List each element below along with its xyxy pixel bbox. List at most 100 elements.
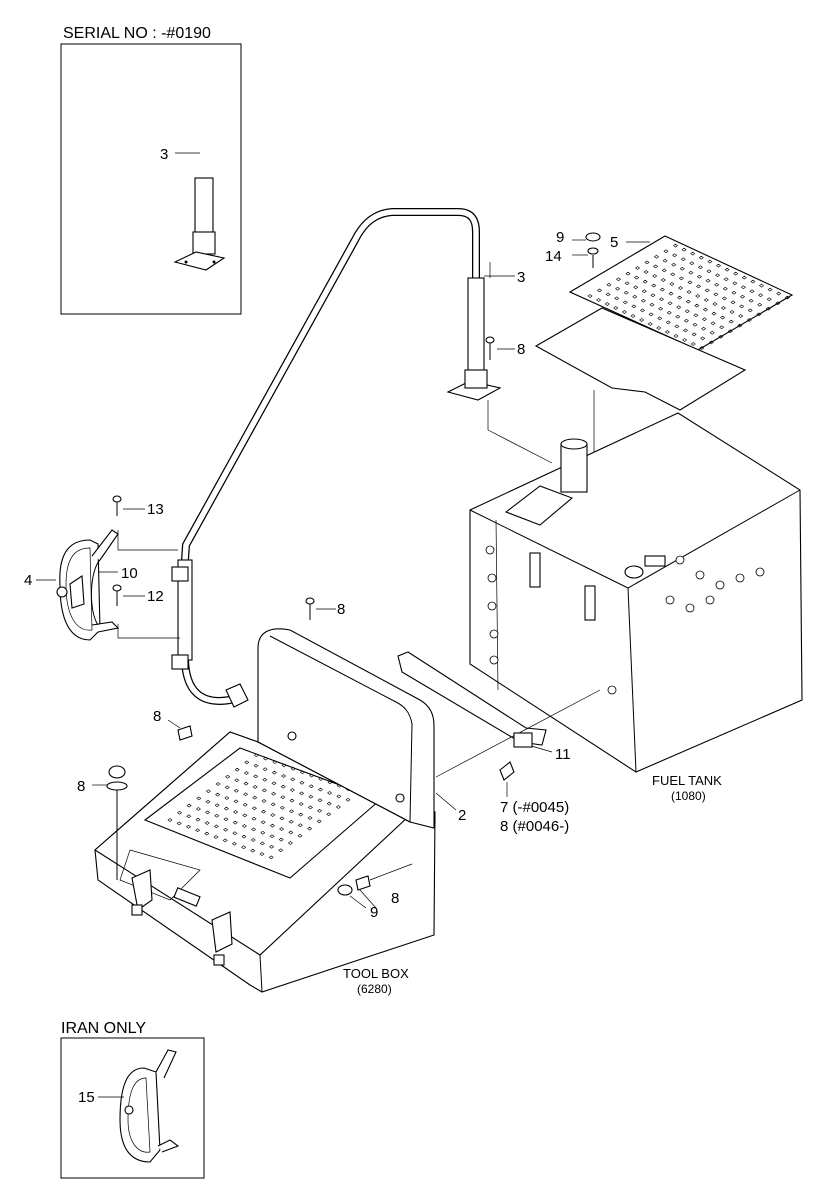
plate-pattern-mark [686, 290, 692, 294]
tank-bolt [675, 555, 685, 565]
plate-pattern-mark [669, 282, 675, 286]
plate-pattern-mark [622, 300, 628, 305]
plate-pattern-mark [737, 323, 743, 328]
inset-title-iran: IRAN ONLY [61, 1020, 146, 1037]
tank-bolt [487, 573, 497, 583]
toolbox-cover: 2 [257, 628, 466, 829]
plate-pattern-mark [649, 302, 655, 307]
plate-pattern-mark [727, 329, 733, 334]
plate-pattern-mark [722, 286, 728, 291]
plate-pattern-mark [695, 294, 701, 298]
callout-9-bottom: 9 [370, 904, 378, 921]
plate-pattern-mark [647, 322, 653, 326]
plate-pattern-mark [681, 247, 687, 252]
plate-pattern-mark [213, 824, 219, 829]
callout-8-left: 8 [153, 708, 161, 725]
plate-pattern-mark [666, 310, 672, 315]
plate-pattern-mark [685, 299, 691, 304]
plate-pattern-mark [299, 791, 305, 796]
plate-pattern-mark [635, 266, 640, 270]
callout-2: 2 [458, 807, 466, 824]
plate-pattern-mark [756, 312, 762, 317]
plate-pattern-mark [658, 306, 664, 311]
inset-title-serial: SERIAL NO : -#0190 [63, 25, 211, 42]
plate-pattern-mark [205, 799, 211, 804]
plate-pattern-mark [721, 296, 727, 301]
step-plate: 5 9 14 [534, 229, 794, 462]
plate-pattern-mark [251, 806, 257, 811]
plate-pattern-mark [759, 283, 764, 288]
plate-pattern-mark [675, 314, 681, 319]
plate-pattern-mark [625, 271, 631, 276]
plate-pattern-mark [214, 803, 220, 808]
callout-8-bottom: 8 [391, 890, 399, 907]
inset-iran-box: IRAN ONLY 15 [60, 1020, 205, 1179]
plate-pattern-mark [665, 320, 671, 325]
plate-pattern-mark [700, 336, 706, 341]
plate-pattern-mark [215, 782, 221, 786]
plate-pattern-mark [729, 310, 735, 314]
plate-pattern-mark [699, 346, 705, 350]
plate-pattern-mark [271, 770, 277, 775]
callout-8-far-left: 8 [77, 778, 85, 795]
plate-pattern-mark [711, 311, 717, 316]
plate-pattern-mark [667, 301, 673, 306]
plate-pattern-mark [716, 263, 721, 268]
plate-pattern-mark [688, 270, 694, 275]
plate-pattern-mark [279, 827, 285, 831]
plate-pattern-mark [597, 288, 602, 293]
fuel-tank-label: FUEL TANK [652, 773, 722, 788]
plate-pattern-mark [222, 838, 228, 843]
plate-pattern-mark [692, 322, 698, 327]
plate-pattern-mark [758, 293, 764, 298]
plate-pattern-mark [213, 835, 219, 839]
callout-8-rail: 8 [517, 341, 525, 358]
plate-pattern-mark [269, 834, 275, 839]
plate-pattern-mark [664, 330, 670, 334]
plate-pattern-mark [250, 848, 256, 853]
plate-pattern-mark [317, 787, 323, 792]
callout-9-top: 9 [556, 229, 564, 246]
fuel-tank-code: (1080) [671, 789, 706, 803]
plate-pattern-mark [288, 819, 294, 824]
plate-pattern-mark [693, 313, 699, 318]
plate-pattern-mark [281, 763, 287, 768]
plate-pattern-mark [308, 784, 314, 789]
plate-pattern-mark [613, 306, 619, 310]
plate-pattern-mark [241, 845, 247, 850]
plate-pattern-mark [715, 273, 721, 278]
tank-bolt [665, 595, 675, 605]
plate-pattern-mark [684, 309, 690, 314]
plate-pattern-mark [677, 295, 683, 300]
plate-pattern-mark [641, 289, 647, 294]
plate-pattern-mark [687, 280, 693, 285]
plate-pattern-mark [689, 261, 695, 266]
plate-pattern-mark [204, 821, 210, 825]
plate-pattern-mark [269, 823, 275, 828]
plate-pattern-mark [271, 791, 277, 796]
plate-pattern-mark [721, 306, 726, 310]
fuel-tank: FUEL TANK (1080) [469, 412, 803, 803]
plate-pattern-mark [261, 809, 267, 814]
plate-pattern-mark [259, 841, 265, 846]
plate-pattern-mark [233, 810, 239, 814]
plate-pattern-mark [694, 303, 700, 308]
plate-pattern-mark [652, 274, 658, 278]
plate-pattern-mark [327, 791, 333, 795]
plate-pattern-mark [259, 852, 265, 856]
plate-pattern-mark [710, 321, 716, 326]
plate-pattern-mark [317, 798, 323, 803]
plate-pattern-mark [261, 799, 267, 803]
plate-pattern-mark [250, 838, 256, 842]
plate-pattern-mark [624, 281, 630, 286]
plate-pattern-mark [651, 283, 657, 288]
plate-pattern-mark [757, 302, 763, 307]
plate-pattern-mark [281, 774, 287, 778]
rail-bolt: 8 [485, 336, 553, 464]
plate-pattern-mark [244, 760, 250, 765]
plate-pattern-mark [596, 298, 602, 302]
plate-pattern-mark [195, 828, 201, 833]
plate-pattern-mark [631, 304, 637, 309]
